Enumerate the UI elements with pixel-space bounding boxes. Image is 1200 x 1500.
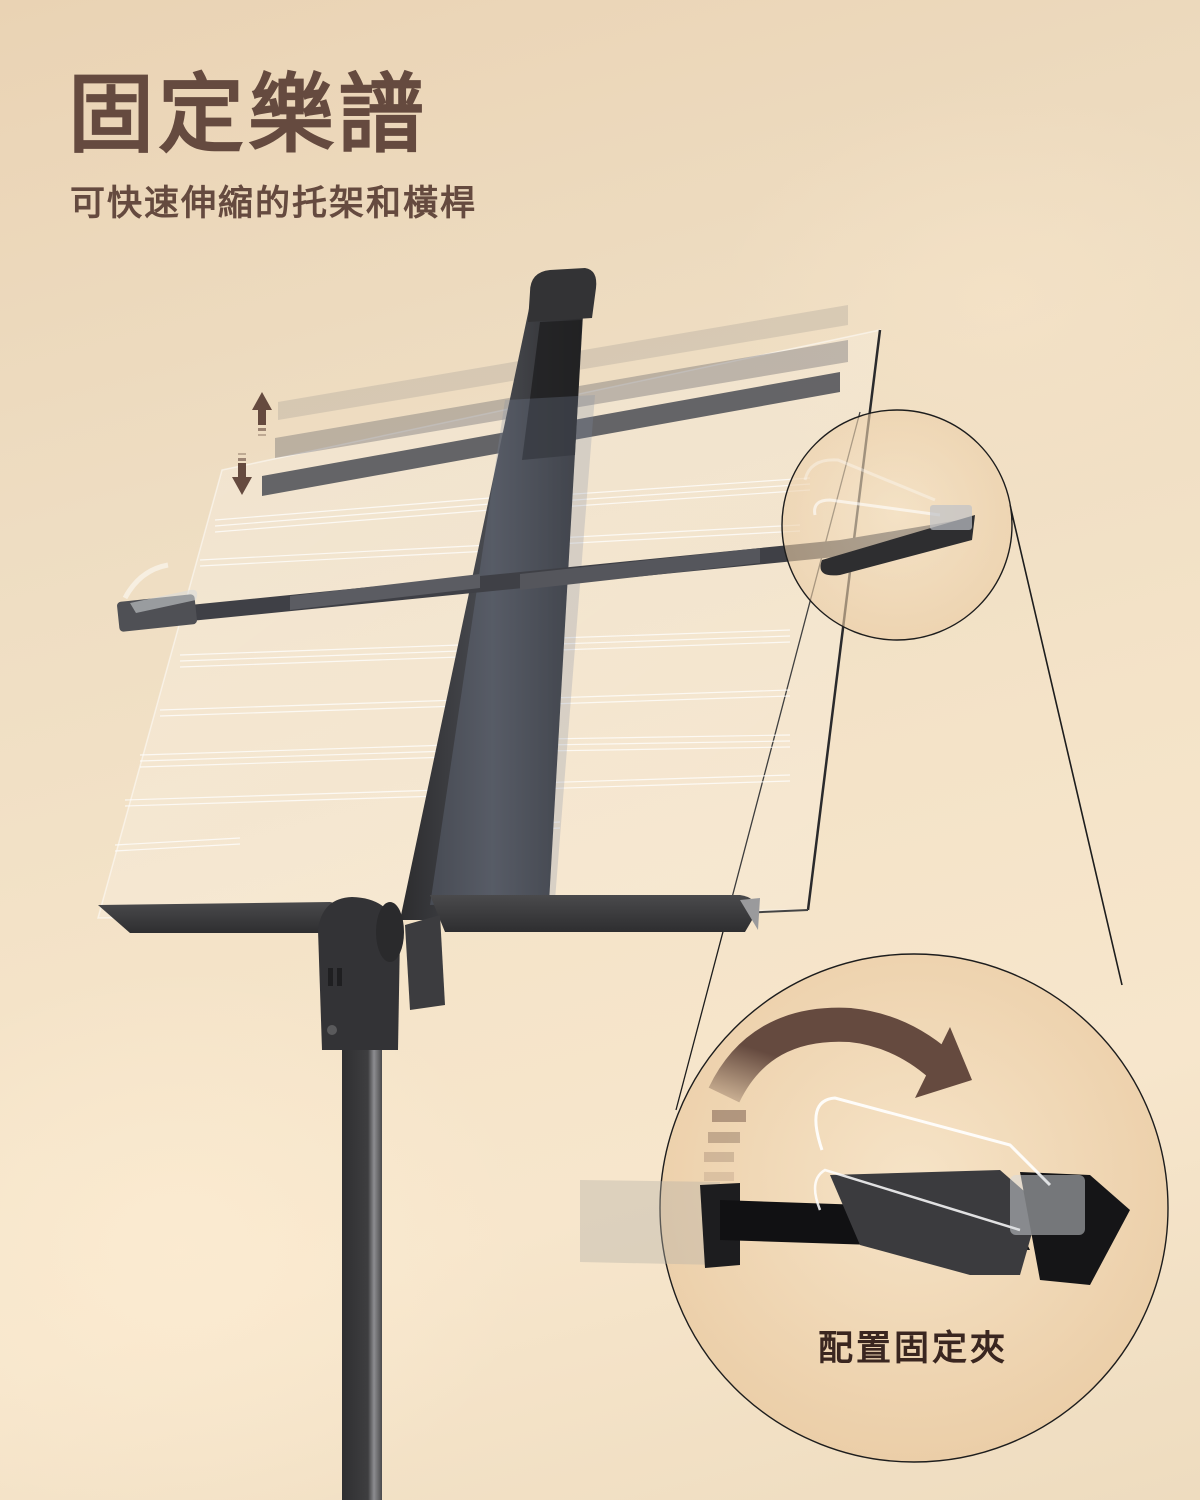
swivel-joint [318,897,445,1050]
stand-pole [342,1050,382,1500]
page-title: 固定樂譜 [68,65,428,165]
callout-caption: 配置固定夾 [818,1329,1009,1369]
crossbar [120,520,965,628]
clip-icon [580,1096,1130,1285]
stand-mast [400,268,597,920]
rotate-arrow-icon [704,1007,972,1181]
left-clip [117,562,198,632]
up-down-arrow-icon [232,392,272,495]
bottom-tray [98,895,760,933]
small-callout-circle [781,409,1013,641]
page-subtitle: 可快速伸縮的托架和橫桿 [70,184,478,224]
